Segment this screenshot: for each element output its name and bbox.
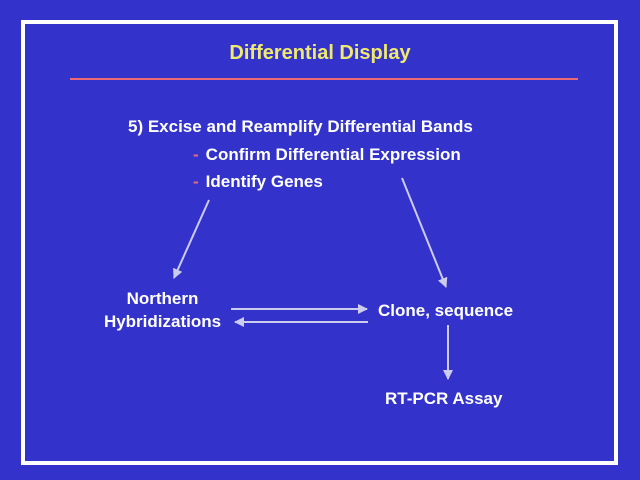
bullet-text: Identify Genes	[205, 172, 323, 191]
node-northern-hybridizations: Northern Hybridizations	[85, 287, 240, 333]
bullet-dash-icon: -	[193, 145, 199, 164]
node-label-line1: Northern	[126, 289, 199, 308]
bullet-dash-icon: -	[193, 172, 199, 191]
bullet-text: Confirm Differential Expression	[205, 145, 461, 164]
node-clone-sequence: Clone, sequence	[378, 301, 514, 320]
slide-title: Differential Display	[229, 42, 411, 64]
bullet-confirm-expression: -Confirm Differential Expression	[193, 145, 461, 165]
node-rtpcr-assay: RT-PCR Assay	[385, 389, 503, 408]
title-underline	[70, 78, 578, 80]
node-label-line2: Hybridizations	[103, 312, 222, 331]
step-heading: 5) Excise and Reamplify Differential Ban…	[128, 117, 473, 136]
slide-border-frame	[21, 20, 618, 465]
bullet-identify-genes: -Identify Genes	[193, 172, 323, 192]
